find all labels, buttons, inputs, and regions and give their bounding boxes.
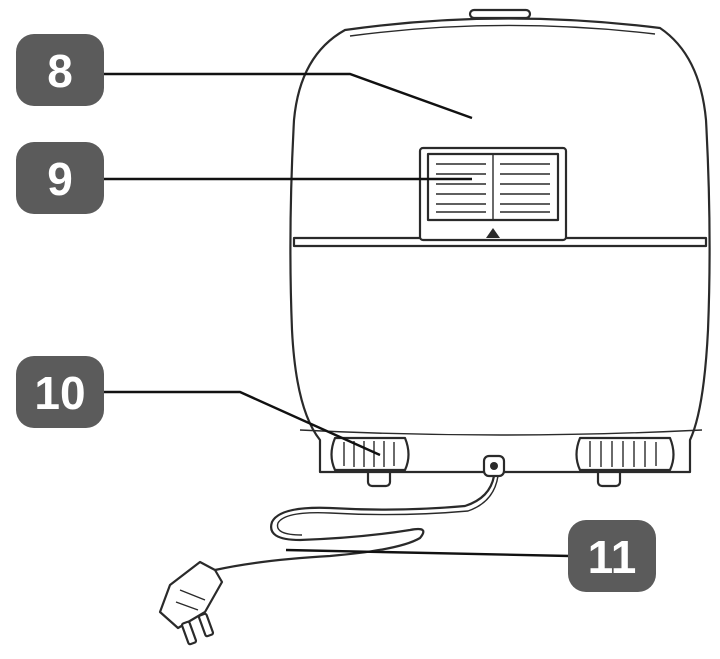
housing-seam	[292, 236, 708, 248]
leader-line-11	[285, 548, 571, 558]
callout-11: 11	[568, 520, 656, 592]
right-bottom-grille	[575, 436, 675, 472]
power-plug-icon	[158, 560, 224, 646]
callout-11-label: 11	[588, 531, 637, 583]
callout-9-label: 9	[47, 153, 73, 205]
callout-8-label: 8	[47, 45, 73, 97]
cord-entry	[482, 454, 506, 478]
top-rim	[349, 24, 656, 37]
leader-line-8	[104, 72, 473, 120]
leader-line-10	[104, 390, 381, 457]
left-bottom-grille	[330, 436, 410, 472]
callout-9: 9	[16, 142, 104, 214]
base-band	[299, 429, 703, 436]
leader-lines	[104, 72, 571, 558]
air-fryer-rear-view-icon	[289, 8, 711, 488]
power-cord	[214, 475, 499, 572]
callout-10: 10	[16, 356, 104, 428]
callout-10-label: 10	[34, 367, 85, 419]
air-outlet-vent-icon	[418, 146, 568, 242]
callout-8: 8	[16, 34, 104, 106]
